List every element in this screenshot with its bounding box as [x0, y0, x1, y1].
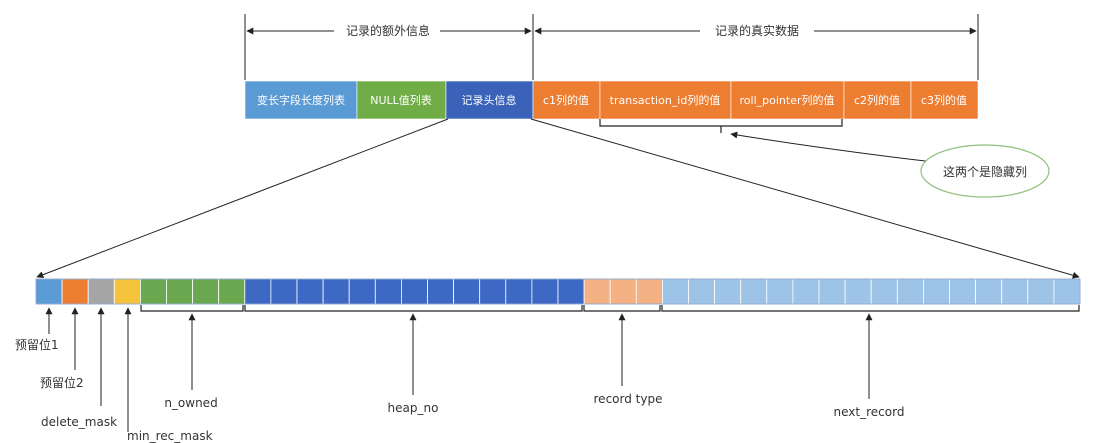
bit-cell-record-type-2	[609, 278, 637, 305]
header-real-data: 记录的真实数据	[534, 14, 979, 80]
bit-cell-next-record-4	[740, 278, 768, 305]
field-var-len-list-label: 变长字段长度列表	[257, 93, 345, 107]
bit-cell-n-owned-2	[166, 278, 194, 305]
field-c3	[910, 80, 979, 120]
bit-cell-heap-no-11	[505, 278, 533, 305]
heap-no-brace	[244, 305, 583, 312]
n-owned-label: n_owned	[164, 396, 217, 410]
bit-cell-next-record-2	[688, 278, 716, 305]
bit-cell-n-owned-4	[218, 278, 246, 305]
extra-info-label: 记录的额外信息	[346, 23, 430, 38]
bit-cell-next-record-8	[844, 278, 872, 305]
header-extra-info: 记录的额外信息	[244, 14, 534, 80]
bit-cell-next-record-7	[818, 278, 846, 305]
field-transaction-id-label: transaction_id列的值	[610, 93, 721, 107]
record-type-label: record type	[594, 392, 663, 406]
field-roll-pointer	[730, 80, 845, 120]
real-data-label: 记录的真实数据	[715, 23, 799, 38]
next-record-label: next_record	[834, 405, 905, 419]
bit-cell-heap-no-6	[374, 278, 402, 305]
reserved2-label: 预留位2	[40, 375, 84, 390]
bit-cell-next-record-3	[714, 278, 742, 305]
record-header-bits	[35, 278, 1081, 305]
zoom-line-right	[530, 118, 1080, 279]
bit-cell-delete-mask-1	[87, 278, 115, 305]
hidden-columns-brace	[599, 119, 843, 133]
callout-bubble	[920, 144, 1050, 198]
bit-cell-next-record-12	[949, 278, 977, 305]
bit-cell-next-record-5	[766, 278, 794, 305]
reserved1-label: 预留位1	[15, 337, 59, 352]
zoom-line-left	[36, 118, 449, 279]
bit-cell-heap-no-4	[322, 278, 350, 305]
bit-cell-next-record-13	[975, 278, 1003, 305]
bit-cell-n-owned-1	[139, 278, 167, 305]
next-record-brace	[661, 305, 1080, 312]
bit-strip-outline	[35, 278, 1081, 305]
bit-cell-next-record-9	[870, 278, 898, 305]
bit-cell-heap-no-5	[348, 278, 376, 305]
field-null-list	[356, 80, 447, 120]
field-roll-pointer-label: roll_pointer列的值	[740, 93, 835, 107]
bit-cell-next-record-10	[896, 278, 924, 305]
bit-cell-n-owned-3	[192, 278, 220, 305]
bit-cell-heap-no-2	[270, 278, 298, 305]
callout-text: 这两个是隐藏列	[943, 164, 1027, 179]
min-rec-mask-label: min_rec_mask	[127, 429, 213, 443]
record-type-brace	[583, 305, 661, 312]
field-record-header	[445, 80, 534, 120]
bit-cell-heap-no-9	[453, 278, 481, 305]
bit-cell-min-rec-mask-1	[113, 278, 141, 305]
bit-cell-reserved2-1	[61, 278, 89, 305]
field-null-list-label: NULL值列表	[370, 93, 432, 107]
field-record-header-label: 记录头信息	[462, 93, 517, 107]
bit-cell-heap-no-7	[400, 278, 428, 305]
bit-label-arrows	[45, 307, 873, 432]
bit-cell-next-record-11	[923, 278, 950, 305]
field-c1	[532, 80, 601, 120]
zoom-lines	[36, 118, 1080, 279]
bit-cell-reserved1-1	[35, 278, 63, 305]
field-transaction-id	[599, 80, 732, 120]
bit-cell-next-record-1	[662, 278, 689, 305]
bit-labels: 预留位1 预留位2 delete_mask min_rec_mask n_own…	[15, 337, 904, 443]
bit-cell-next-record-14	[1001, 278, 1029, 305]
bit-cell-heap-no-12	[531, 278, 559, 305]
heap-no-label: heap_no	[388, 401, 439, 415]
bit-cell-heap-no-3	[296, 278, 324, 305]
bit-cell-record-type-3	[635, 278, 663, 305]
bit-cell-heap-no-8	[427, 278, 455, 305]
bit-cell-record-type-1	[583, 278, 611, 305]
record-top-row: 变长字段长度列表 NULL值列表 记录头信息 c1列的值 transaction…	[244, 80, 979, 120]
bit-cell-next-record-6	[792, 278, 820, 305]
bit-cell-heap-no-1	[244, 278, 272, 305]
bit-cell-next-record-15	[1027, 278, 1055, 305]
field-c1-label: c1列的值	[543, 93, 589, 107]
bit-cell-heap-no-13	[557, 278, 585, 305]
bit-group-braces	[140, 305, 1080, 312]
field-c2-label: c2列的值	[854, 93, 900, 107]
hidden-brace-path	[599, 119, 843, 127]
bit-cell-heap-no-10	[479, 278, 507, 305]
field-var-len-list	[244, 80, 358, 120]
bit-cell-next-record-16	[1053, 278, 1081, 305]
field-c3-label: c3列的值	[921, 93, 967, 107]
callout-pointer-arrow	[730, 131, 935, 163]
n-owned-brace	[140, 305, 244, 312]
delete-mask-label: delete_mask	[41, 415, 117, 429]
hidden-columns-callout: 这两个是隐藏列	[730, 131, 1050, 198]
